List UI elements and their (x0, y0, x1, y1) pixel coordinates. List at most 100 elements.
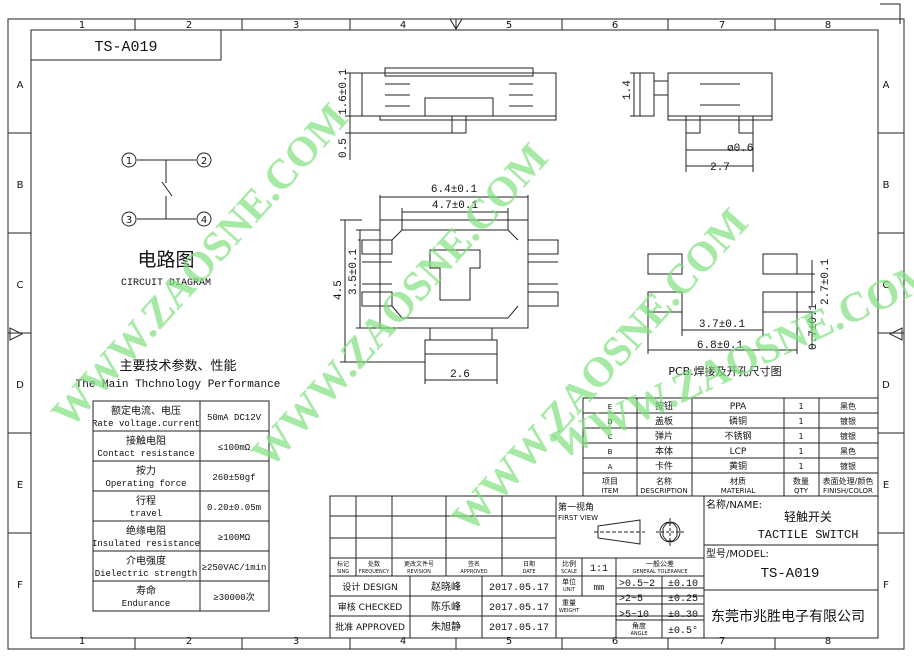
pin-1-circle (121, 152, 137, 168)
dim-pcb-inner: 3.7±0.1 (699, 319, 746, 331)
unit-value: mm (594, 583, 605, 593)
bom-part: 弹片 (655, 430, 673, 442)
zone-col-label: 8 (825, 20, 831, 31)
performance-row-label-en: Insulated resistance (92, 539, 200, 549)
model-value: TS-A019 (761, 566, 820, 582)
bom-item-id: E (608, 403, 612, 411)
part-name-en: TACTILE SWITCH (758, 528, 859, 542)
dim-end-width: 2.7 (710, 162, 730, 174)
performance-row-label-en: Endurance (122, 599, 171, 609)
pin-2-circle (196, 152, 212, 168)
zone-row-label: E (17, 480, 23, 491)
pcb-footprint (647, 253, 815, 354)
circuit-title-cn: 电路图 (137, 249, 194, 271)
zone-row-label: D (882, 380, 890, 391)
tol-range-3: >5~10 (619, 610, 649, 621)
view-label-en: FIRST VIEW (558, 514, 598, 522)
pcb-pad-bottom-right (762, 291, 798, 313)
drawing-title-box (30, 29, 222, 61)
zone-col-label: 3 (293, 636, 299, 647)
zone-col-label: 6 (612, 636, 618, 647)
dim-top-inner: 4.7±0.1 (432, 200, 479, 212)
pcb-pad-top-left (647, 253, 683, 275)
zone-col-label: 4 (400, 20, 406, 31)
side-view (345, 67, 557, 160)
bom-qty: 1 (798, 402, 803, 411)
zone-row-label: C (883, 280, 890, 291)
scale-label-en: SCALE (561, 569, 577, 575)
performance-row-label-en: travel (130, 509, 162, 519)
dim-top-height: 4.5 (333, 280, 345, 300)
zone-col-label: 2 (186, 636, 192, 647)
bom-part: 卡件 (655, 460, 673, 472)
dim-pcb-outer: 6.8±0.1 (697, 340, 744, 352)
pin-3-circle (121, 211, 137, 227)
revision-header-en: SING (337, 569, 349, 575)
tol-range-1: >0.5~2 (619, 579, 655, 590)
bom-header-qty-en: QTY (794, 487, 809, 495)
bom-item-id: C (608, 433, 613, 441)
tolerance-label-cn: 一般公差 (646, 559, 674, 568)
pin-3-label: 3 (126, 215, 132, 226)
scale-value: 1:1 (590, 564, 608, 575)
weight-label-en: WEIGHT (559, 608, 580, 614)
dim-pcb-gap: 2.7±0.1 (820, 258, 832, 305)
revision-headers: 标记SING处数FREQUENCY更改文件号REVISION签名APPROVED… (337, 560, 536, 575)
revision-header-cn: 标记 (337, 560, 349, 568)
dim-top-button: 2.6 (450, 369, 470, 381)
performance-row-value: ≤100mΩ (218, 443, 251, 453)
bom-header-item-en: ITEM (602, 487, 619, 495)
performance-row-label-en: Dielectric strength (95, 569, 198, 579)
dim-pcb-pad: 0.7±0.1 (808, 303, 820, 350)
scale-label-cn: 比例 (562, 559, 576, 568)
performance-title-en: The Main Thchnology Performance (76, 379, 281, 391)
zone-row-label: F (17, 580, 23, 591)
zone-col-label: 8 (825, 636, 831, 647)
bom-finish: 镀银 (840, 461, 856, 471)
revision-header-cn: 日期 (523, 560, 535, 568)
bom-material: 黄铜 (729, 460, 747, 472)
zone-row-label: F (883, 580, 889, 591)
zone-row-label: C (17, 280, 24, 291)
title-block (329, 495, 879, 639)
revision-header-en: FREQUENCY (359, 569, 390, 575)
part-name-cn: 轻触开关 (784, 510, 832, 524)
company-name: 东莞市兆胜电子有限公司 (711, 608, 865, 625)
pin-1-label: 1 (126, 156, 132, 167)
performance-row-label-cn: 按力 (136, 464, 156, 477)
zone-ticks (8, 19, 904, 649)
zone-row-label: B (883, 180, 890, 191)
name-label: 名称/NAME: (706, 498, 762, 511)
bom-header-qty-cn: 数量 (793, 476, 809, 486)
performance-row-label-cn: 接触电阻 (126, 434, 166, 447)
pcb-caption: PCB.焊接及开孔尺寸图 (668, 364, 781, 378)
zone-row-label: D (16, 380, 24, 391)
signoff-name: 朱旭静 (431, 620, 461, 633)
bom-qty: 1 (798, 447, 803, 456)
tol-angle-en: ANGLE (631, 631, 648, 637)
pin-4-circle (196, 211, 212, 227)
bom-header-mat-en: MATERIAL (721, 487, 756, 495)
pin-2-label: 2 (201, 156, 207, 167)
tol-value-4: ±0.5° (668, 625, 698, 637)
signoff-date: 2017.05.17 (489, 583, 549, 594)
revision-header-en: APPROVED (460, 569, 487, 575)
zone-col-label: 1 (79, 636, 85, 647)
performance-row-value: 260±50gf (212, 473, 255, 483)
pcb-pad-top-right (762, 253, 798, 275)
zone-col-label: 5 (506, 636, 512, 647)
zone-col-label: 7 (719, 20, 725, 31)
performance-row-label-en: Rate voltage.current (92, 419, 200, 429)
signoff-date: 2017.05.17 (489, 623, 549, 634)
revision-header-en: DATE (522, 569, 535, 575)
bom-header-finish-en: FINISH/COLOR (823, 487, 873, 495)
revision-header-cn: 处数 (368, 560, 380, 568)
zone-row-label: E (883, 480, 889, 491)
centering-mark-top (449, 18, 463, 30)
pin-4-label: 4 (201, 215, 207, 226)
bom-finish: 镀银 (840, 416, 856, 426)
bom-material: LCP (730, 447, 747, 457)
